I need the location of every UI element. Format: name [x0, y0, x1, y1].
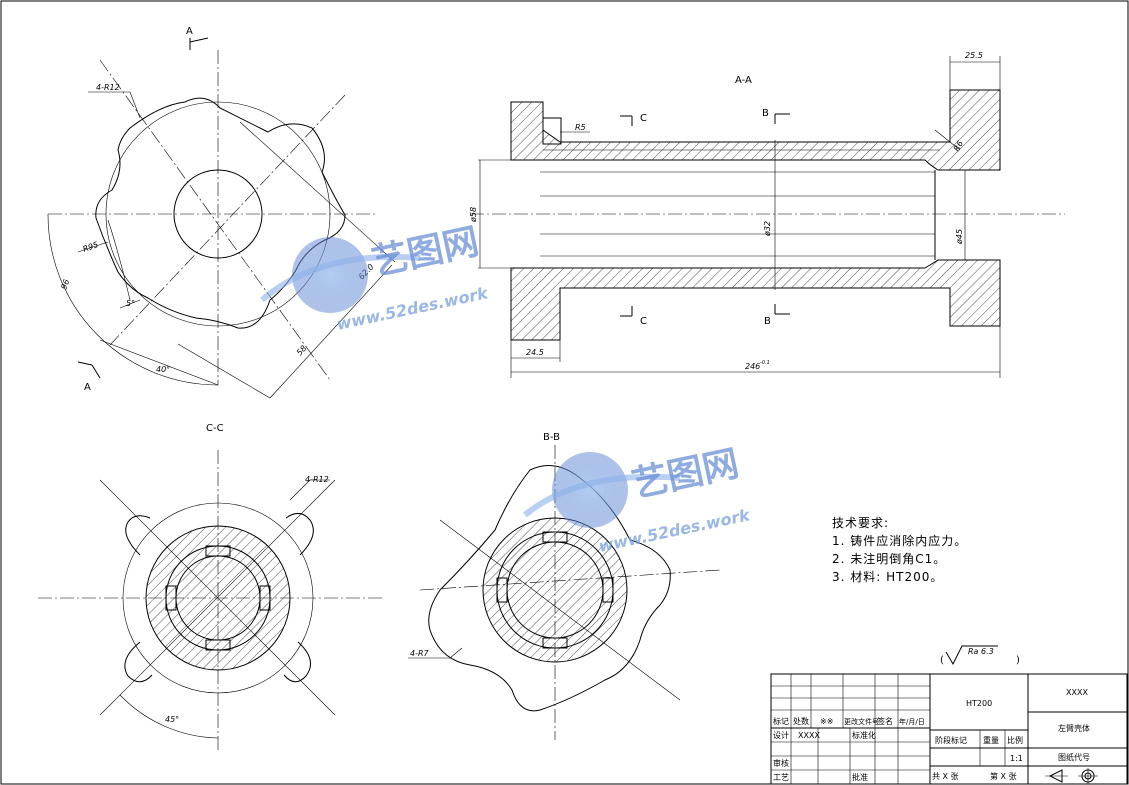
tb-part-name: 左臂壳体 [1058, 723, 1090, 733]
tb-date: 年/月/日 [899, 717, 925, 726]
section-bb-view [408, 445, 721, 740]
tb-sign: 签名 [877, 716, 893, 726]
tb-company: XXXX [1066, 688, 1088, 697]
cut-c-top-label: C [640, 113, 647, 124]
projection-symbol [1045, 768, 1098, 784]
tb-check: 审核 [773, 758, 789, 768]
tb-stage: 阶段标记 [935, 735, 967, 745]
technical-requirements: 技术要求: 1. 铸件应消除内应力。 2. 未注明倒角C1。 3. 材料: HT… [832, 514, 1032, 586]
dim-58: 58 [295, 344, 309, 358]
section-aa-label: A-A [735, 75, 752, 86]
dim-246-tol: -0.1 [760, 360, 770, 366]
watermark-logo-bottom [523, 452, 681, 528]
tb-approve: 批准 [852, 772, 868, 782]
cut-a-top-label: A [186, 26, 193, 37]
dim-d58: ø58 [469, 207, 478, 223]
dim-4-r12-cc: 4-R12 [305, 475, 329, 484]
dim-d45: ø45 [955, 229, 964, 245]
dim-40deg: 40° [156, 365, 170, 374]
tb-count-val: ※※ [820, 717, 833, 726]
tb-process: 工艺 [773, 773, 789, 782]
svg-text:(: ( [940, 655, 944, 666]
roughness-symbol: ( ) [940, 645, 1020, 666]
tb-change-doc: 更改文件号 [844, 717, 879, 726]
tb-count: 处数 [793, 716, 809, 726]
tb-material: HT200 [966, 699, 992, 708]
dim-4-r7: 4-R7 [410, 649, 430, 658]
watermark-brand-bottom: 艺图网 [628, 443, 742, 506]
dim-246: 246 [745, 362, 760, 371]
dim-r5: R5 [575, 123, 586, 132]
note-item: 1. 铸件应消除内应力。 [832, 534, 968, 548]
watermark-logo-top [260, 237, 421, 313]
tb-drawing-no: 图纸代号 [1058, 752, 1090, 762]
svg-text:): ) [1016, 655, 1020, 666]
dim-45deg: 45° [165, 715, 179, 724]
note-item: 3. 材料: HT200。 [832, 570, 944, 584]
tb-standard: 标准化 [852, 730, 876, 740]
title-block [770, 673, 1128, 785]
dim-25-5: 25.5 [965, 51, 983, 60]
tb-scale: 比例 [1007, 735, 1023, 745]
watermark-brand-top: 艺图网 [368, 221, 482, 284]
tb-total-sheets: 共 X 张 [932, 772, 959, 781]
note-item: 2. 未注明倒角C1。 [832, 552, 947, 566]
dim-96: 96 [59, 278, 71, 291]
dim-4-r12-front: 4-R12 [96, 83, 120, 92]
tb-mark: 标记 [773, 716, 789, 726]
tb-sheet-no: 第 X 张 [990, 771, 1017, 781]
section-cc-view [38, 450, 385, 750]
notes-title: 技术要求: [832, 516, 890, 530]
tb-design-val: XXXX [798, 731, 820, 740]
tb-scale-val: 1:1 [1010, 754, 1023, 763]
dim-24-5: 24.5 [526, 348, 544, 357]
dim-r95: R95 [82, 240, 100, 254]
front-view [47, 37, 396, 399]
tb-weight: 重量 [983, 735, 999, 745]
cut-c-bottom-label: C [640, 316, 647, 327]
cut-b-top-label: B [762, 108, 769, 119]
section-cc-label: C-C [206, 423, 224, 434]
section-aa-view [470, 56, 1065, 378]
tb-design: 设计 [773, 730, 789, 740]
dim-5deg: 5° [126, 299, 135, 308]
dim-d32: ø32 [763, 221, 772, 237]
roughness-value: Ra 6.3 [968, 647, 994, 656]
cut-b-bottom-label: B [764, 316, 771, 327]
cut-a-bottom-label: A [84, 382, 91, 393]
section-bb-label: B-B [543, 432, 560, 443]
